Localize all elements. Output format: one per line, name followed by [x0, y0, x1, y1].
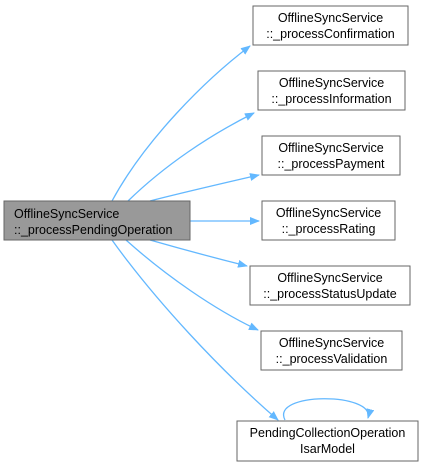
node-process-confirmation-line1: OfflineSyncService [278, 11, 383, 25]
node-process-information-line1: OfflineSyncService [279, 76, 384, 90]
node-process-information[interactable]: OfflineSyncService ::_processInformation [257, 70, 406, 111]
node-pending-collection-operation-line2: IsarModel [300, 442, 355, 456]
edge-to-process-status-update [149, 239, 248, 268]
node-process-confirmation[interactable]: OfflineSyncService ::_processConfirmatio… [252, 5, 409, 46]
node-process-payment-line2: ::_processPayment [278, 157, 386, 171]
node-process-status-update-box [249, 265, 411, 306]
node-process-rating-box [261, 200, 396, 241]
edge-to-pending-collection-operation [111, 239, 279, 421]
node-process-confirmation-box [252, 5, 409, 46]
node-process-validation[interactable]: OfflineSyncService ::_processValidation [260, 330, 403, 371]
node-process-rating[interactable]: OfflineSyncService ::_processRating [261, 200, 396, 241]
edge-self-loop [282, 398, 375, 421]
edge-to-process-confirmation [111, 45, 251, 202]
node-process-status-update[interactable]: OfflineSyncService ::_processStatusUpdat… [249, 265, 411, 306]
edge-to-process-information [127, 112, 255, 202]
edge-to-process-payment [149, 173, 260, 202]
node-process-validation-line2: ::_processValidation [276, 352, 388, 366]
node-pending-collection-operation-line1: PendingCollectionOperation [250, 426, 406, 440]
node-process-rating-line1: OfflineSyncService [276, 206, 381, 220]
edge-to-process-validation [125, 239, 259, 331]
node-process-validation-box [260, 330, 403, 371]
node-root-box [3, 200, 191, 241]
node-pending-collection-operation-box [236, 420, 419, 462]
node-process-payment-box [261, 135, 401, 176]
node-process-information-line2: ::_processInformation [271, 92, 391, 106]
node-process-payment[interactable]: OfflineSyncService ::_processPayment [261, 135, 401, 176]
node-process-payment-line1: OfflineSyncService [278, 141, 383, 155]
node-process-status-update-line1: OfflineSyncService [277, 271, 382, 285]
node-root-line2: ::_processPendingOperation [14, 223, 172, 237]
node-process-rating-line2: ::_processRating [282, 222, 376, 236]
node-root[interactable]: OfflineSyncService ::_processPendingOper… [3, 200, 191, 241]
node-process-information-box [257, 70, 406, 111]
node-pending-collection-operation[interactable]: PendingCollectionOperation IsarModel [236, 420, 419, 462]
node-process-validation-line1: OfflineSyncService [279, 336, 384, 350]
node-process-confirmation-line2: ::_processConfirmation [266, 27, 395, 41]
edges [111, 45, 375, 421]
node-process-status-update-line2: ::_processStatusUpdate [263, 287, 396, 301]
node-root-line1: OfflineSyncService [14, 207, 119, 221]
